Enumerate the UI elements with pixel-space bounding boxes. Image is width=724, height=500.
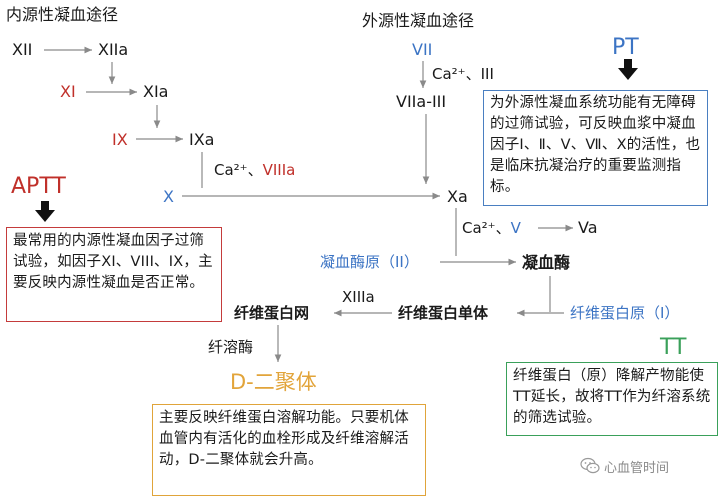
cofactor-ca-iii: Ca²⁺、III — [432, 65, 494, 83]
wechat-icon — [580, 457, 600, 474]
factor-va: Va — [578, 218, 598, 237]
factor-xi: XI — [60, 82, 76, 101]
ca-label-intrinsic: Ca²⁺、 — [214, 161, 263, 179]
complex-viia-iii: VIIa-III — [396, 92, 446, 111]
ca-label-common: Ca²⁺、 — [462, 219, 511, 237]
tt-description-box: 纤维蛋白（原）降解产物能使TT延长，故将TT作为纤溶系统的筛选试验。 — [506, 362, 718, 436]
factor-ixa: IXa — [189, 130, 214, 149]
pt-label: PT — [612, 35, 639, 60]
watermark: 心血管时间 — [580, 455, 720, 477]
thrombin: 凝血酶 — [522, 253, 570, 272]
aptt-description-box: 最常用的内源性凝血因子过筛试验，如因子XI、VIII、IX，主要反映内源性凝血是… — [6, 227, 222, 322]
prothrombin: 凝血酶原（II） — [320, 253, 419, 271]
fibrin-mesh: 纤维蛋白网 — [234, 304, 309, 322]
factor-v: V — [511, 219, 522, 237]
cofactor-ca-viiia: Ca²⁺、VIIIa — [214, 161, 295, 179]
factor-xiiia: XIIIa — [342, 288, 375, 306]
tt-label: TT — [659, 335, 687, 360]
extrinsic-pathway-title: 外源性凝血途径 — [362, 11, 474, 30]
pt-down-arrow-icon — [618, 59, 638, 80]
factor-xia: XIa — [143, 82, 168, 101]
plasmin: 纤溶酶 — [208, 338, 253, 356]
pt-description-box: 为外源性凝血系统功能有无障碍的过筛试验，可反映血浆中凝血因子Ⅰ、Ⅱ、Ⅴ、Ⅶ、Ⅹ的… — [483, 90, 708, 206]
d-dimer-label: D-二聚体 — [230, 370, 317, 394]
factor-x: X — [163, 187, 174, 206]
watermark-text: 心血管时间 — [604, 460, 670, 476]
aptt-label: APTT — [11, 174, 66, 199]
fibrin-monomer: 纤维蛋白单体 — [398, 304, 489, 322]
fibrinogen: 纤维蛋白原（I） — [570, 304, 679, 322]
factor-xa: Xa — [447, 187, 468, 206]
factor-ix: IX — [112, 130, 128, 149]
cofactor-ca-v: Ca²⁺、V — [462, 219, 522, 237]
factor-viiia: VIIIa — [263, 161, 296, 179]
intrinsic-pathway-title: 内源性凝血途径 — [6, 5, 118, 24]
aptt-down-arrow-icon — [35, 201, 55, 222]
factor-xiia: XIIa — [98, 40, 128, 59]
factor-vii: VII — [412, 40, 432, 59]
d-dimer-description-box: 主要反映纤维蛋白溶解功能。只要机体血管内有活化的血栓形成及纤维溶解活动，D-二聚… — [152, 404, 426, 496]
factor-xii: XII — [12, 40, 32, 59]
